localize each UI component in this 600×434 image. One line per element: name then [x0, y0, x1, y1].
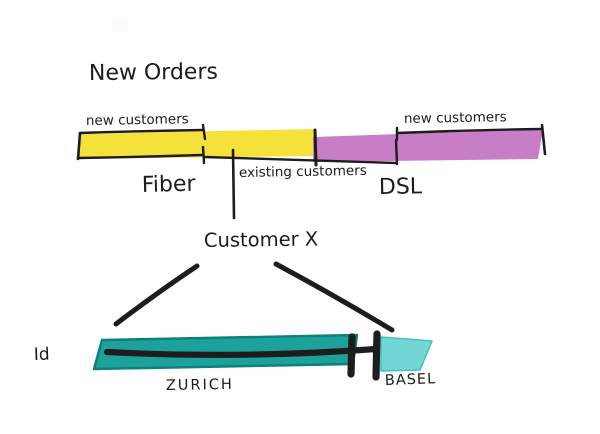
orders-bar	[76, 123, 547, 167]
timeline-line	[103, 345, 380, 358]
funnel-right-line	[273, 261, 395, 333]
fiber-outline-top	[78, 128, 205, 135]
existing-bracket-right-tick	[394, 138, 399, 166]
timeline-bar	[92, 330, 433, 381]
diagram-title: New Orders	[89, 60, 218, 86]
fiber-bar	[79, 129, 316, 159]
dsl-label: DSL	[379, 174, 423, 200]
bracket-left-end-tick	[201, 123, 207, 141]
funnel-left-line	[113, 263, 200, 327]
dsl-bar	[313, 129, 543, 162]
faint-smudge	[112, 19, 128, 32]
basel-bar	[380, 336, 433, 372]
bracket-right-line	[395, 127, 544, 135]
zurich-label: ZURICH	[166, 377, 234, 394]
existing-customers-label: existing customers	[239, 163, 367, 181]
existing-bracket-line	[202, 155, 398, 165]
fiber-outline-left	[76, 131, 82, 161]
fiber-label: Fiber	[142, 172, 197, 198]
break-marker-left	[347, 333, 356, 378]
customer-connector-line	[231, 148, 236, 220]
new-customers-right-label: new customers	[404, 109, 507, 127]
bracket-right-end-tick	[540, 123, 547, 156]
customer-label: Customer X	[204, 227, 319, 252]
new-customers-left-label: new customers	[86, 111, 189, 129]
fiber-outline-bottom	[76, 153, 204, 160]
basel-label: BASEL	[385, 371, 437, 389]
break-marker-right	[372, 330, 381, 381]
id-label: Id	[33, 344, 50, 365]
segment-junction-tick	[313, 128, 318, 167]
existing-bracket-left-tick	[201, 145, 206, 165]
